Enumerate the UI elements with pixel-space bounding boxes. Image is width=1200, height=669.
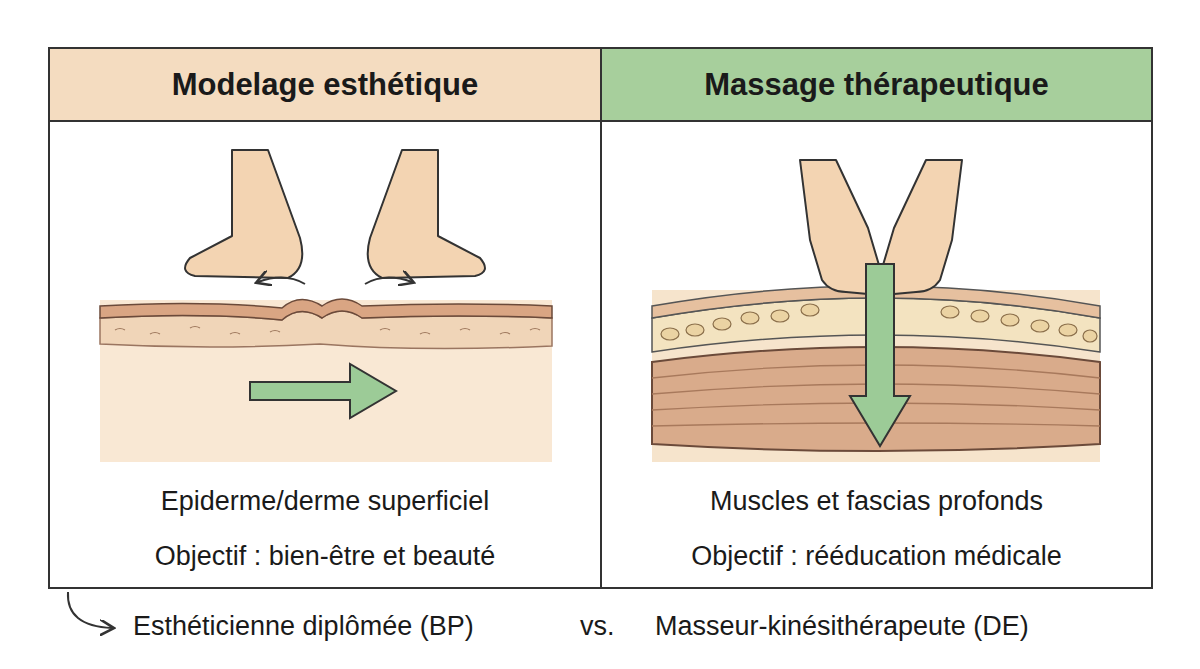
glide-arrow (250, 364, 396, 418)
column-text: Muscles et fascias profonds (602, 486, 1151, 517)
texture (500, 333, 510, 335)
motion-arrows (258, 277, 412, 284)
cell (771, 310, 789, 322)
cell (1059, 324, 1077, 336)
cell (1083, 330, 1097, 342)
column-text: Epiderme/derme superficiel (50, 486, 600, 517)
hands-deep (800, 160, 962, 295)
muscle-fibers (652, 365, 1100, 426)
fat-layer (652, 298, 1100, 352)
texture (380, 329, 390, 331)
pressure-arrow (850, 264, 910, 446)
cell (661, 328, 679, 340)
texture (115, 329, 125, 331)
muscle-layer (652, 347, 1100, 451)
hand (800, 160, 884, 295)
curved-arrow (365, 277, 412, 284)
texture (420, 333, 430, 335)
texture (230, 333, 240, 335)
fiber (652, 365, 1100, 378)
column-header: Massage thérapeutique (602, 49, 1151, 122)
cell (1001, 314, 1019, 326)
column-text: Objectif : rééducation médicale (602, 541, 1151, 572)
footer-label: vs. (580, 611, 615, 642)
footer-label: Esthéticienne diplômée (BP) (133, 611, 474, 642)
column-text: Objectif : bien-être et beauté (50, 541, 600, 572)
skin-base (100, 300, 552, 462)
texture (270, 331, 280, 333)
column-header: Modelage esthétique (50, 49, 600, 122)
curved-arrow (258, 277, 305, 284)
texture (150, 333, 160, 335)
deep-section (652, 286, 1100, 462)
dermis-layer (100, 311, 552, 349)
pointer-arrow (68, 592, 112, 628)
skin-layer (652, 286, 1100, 318)
texture (530, 329, 540, 331)
fiber (652, 423, 1100, 426)
hand (878, 160, 962, 295)
cell (713, 318, 731, 330)
cell (801, 304, 819, 316)
cell (741, 312, 759, 324)
texture (190, 327, 200, 329)
fiber (652, 384, 1100, 394)
cell (1031, 320, 1049, 332)
hand (185, 150, 302, 278)
cell (941, 306, 959, 318)
fat-cells (661, 304, 1097, 342)
texture (460, 329, 470, 331)
table-column: Modelage esthétiqueEpiderme/derme superf… (48, 47, 602, 589)
fiber (652, 403, 1100, 410)
dermis-texture (115, 327, 540, 335)
cell (971, 310, 989, 322)
hand (368, 150, 485, 278)
footer-label: Masseur-kinésithérapeute (DE) (655, 611, 1029, 642)
cell (686, 324, 704, 336)
epidermis-layer (100, 299, 552, 320)
tissue-base (652, 290, 1100, 462)
table-column: Massage thérapeutiqueMuscles et fascias … (600, 47, 1153, 589)
skin-section (100, 299, 552, 462)
hands-light (185, 150, 485, 278)
